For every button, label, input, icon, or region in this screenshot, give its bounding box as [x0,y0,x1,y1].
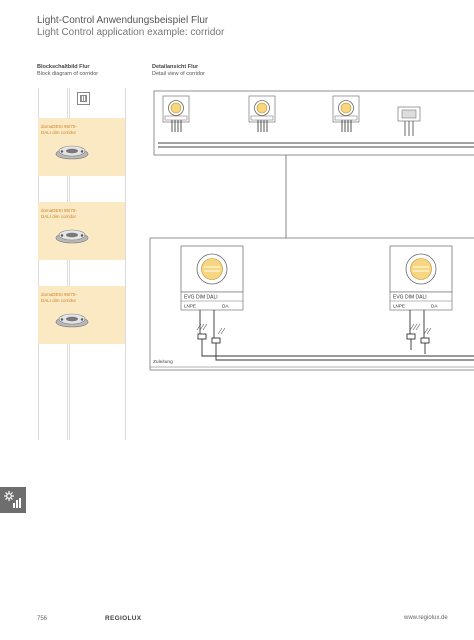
grid-line [67,88,68,440]
zone-highlight [38,286,125,344]
block-diagram-heading: Blockschaltbild Flur Block diagram of co… [37,64,98,78]
zone-label-line2: DALI dim corridor [41,214,77,219]
terminal-label-lnpe: LNPE [393,304,405,309]
page-title: Light-Control Anwendungsbeispiel Flur [37,15,209,26]
ballast-unit [180,245,244,311]
zone-label-line2: DALI dim corridor [41,130,77,135]
zone-label: domaDESI 98/70- DALI dim corridor [41,124,77,136]
terminal-label-lnpe: LNPE [184,304,196,309]
block-diagram-label-de: Blockschaltbild Flur [37,64,90,70]
zone-label: domaDESI 98/70- DALI dim corridor [41,292,77,304]
side-tab [0,487,26,513]
page-subtitle: Light Control application example: corri… [37,27,225,38]
zone-label: domaDESI 98/70- DALI dim corridor [41,208,77,220]
brand-logo: REGIOLUX [105,615,142,622]
bus-wires [158,142,474,148]
zone-label-line1: domaDESI 98/70- [41,124,77,129]
detail-view-label-en: Detail view of corridor [152,71,205,77]
wire-slashes [196,323,432,335]
page-number: 756 [37,616,48,622]
zone-label-line2: DALI dim corridor [41,298,77,303]
lamp-icon [55,229,89,244]
website-link[interactable]: www.regiolux.de [404,615,448,621]
grid-line [38,88,39,440]
sensor-circuit-box [153,90,474,156]
block-diagram-label-en: Block diagram of corridor [37,71,99,77]
feed-label: Zuleitung [153,359,173,365]
zone-highlight [38,118,125,176]
ballast-label: EVG DIM DALI [184,295,218,301]
grid-line [69,88,70,440]
lamp-icon [55,145,89,160]
detail-view-label-de: Detailansicht Flur [152,64,199,70]
mains-wires [197,310,474,361]
light-sensor-icon [397,106,421,136]
terminal-label-da: DA [222,304,229,309]
zone-label-line1: domaDESI 98/70- [41,292,77,297]
terminal-label-da: DA [431,304,438,309]
detail-view-heading: Detailansicht Flur Detail view of corrid… [152,64,205,78]
grid-line [125,88,126,440]
ballast-unit [389,245,453,311]
lamp-icon [55,313,89,328]
ballast-circuit-box [149,237,474,371]
zone-highlight [38,202,125,260]
ballast-label: EVG DIM DALI [393,295,427,301]
light-control-icon [4,491,21,508]
light-sensor-icon [77,92,90,105]
zone-label-line1: domaDESI 98/70- [41,208,77,213]
